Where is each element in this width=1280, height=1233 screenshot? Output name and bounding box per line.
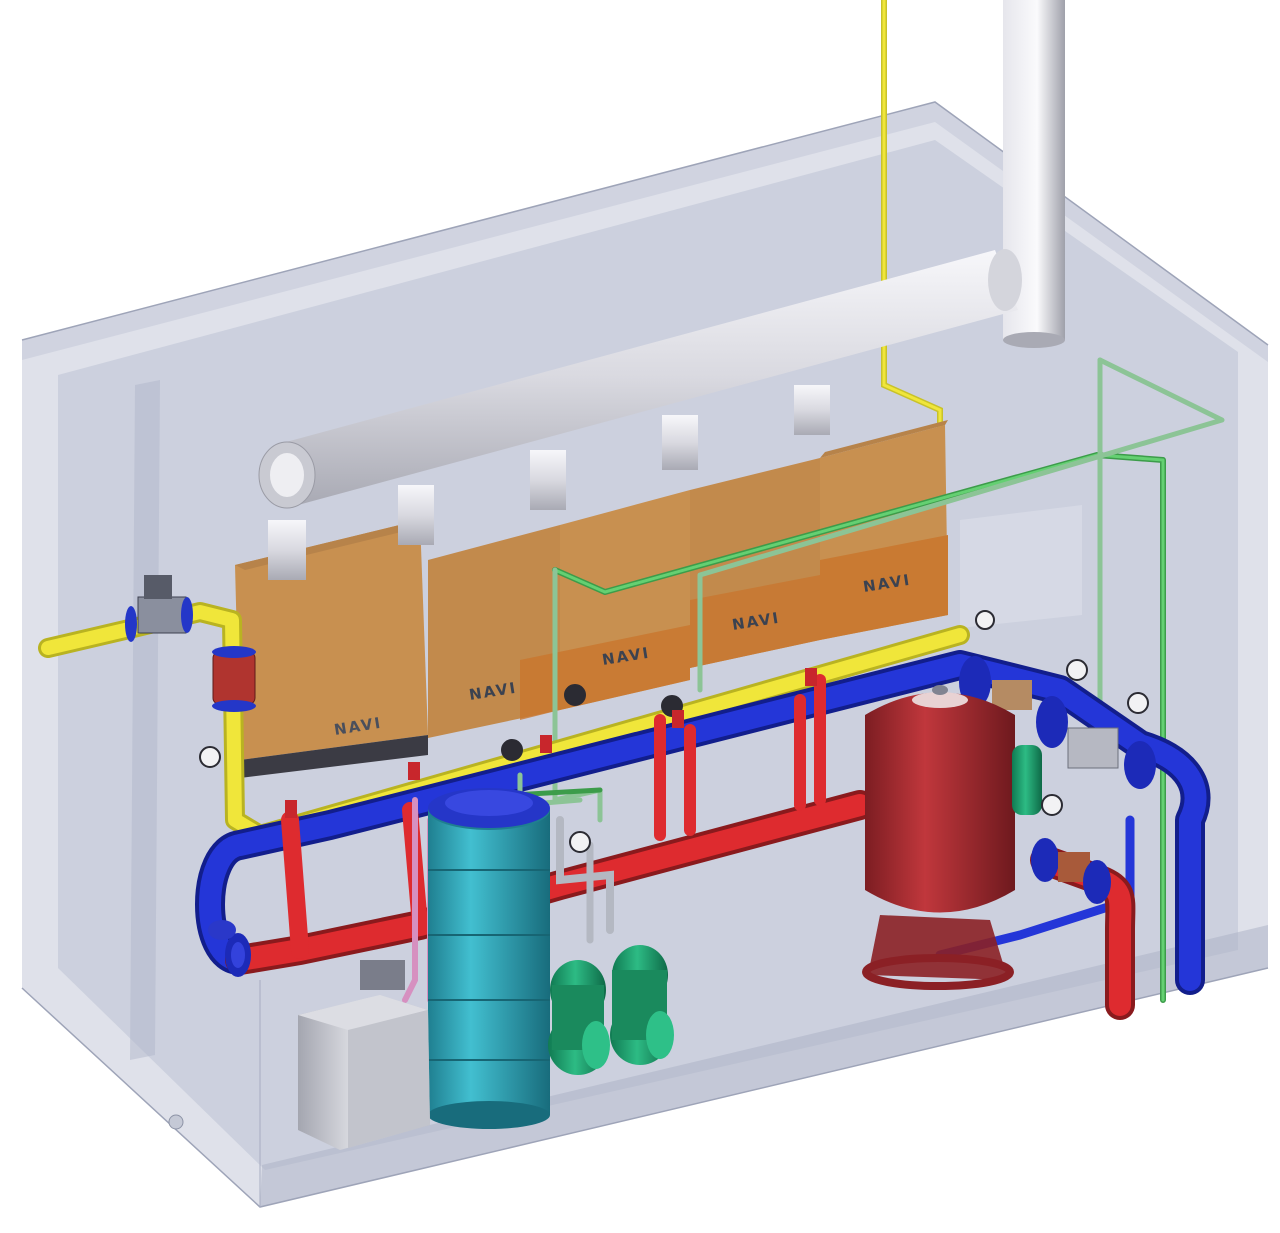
storage-tank <box>428 788 550 1129</box>
boiler-unit: NAVI <box>820 420 948 640</box>
return-isolation-valve <box>959 656 1156 789</box>
water-softener-cabinet <box>298 960 430 1150</box>
boiler-unit: NAVI <box>520 490 690 720</box>
boiler-unit: NAVI <box>690 458 820 668</box>
boiler-bank: NAVI NAVI NAVI NAVI NAVI <box>235 420 948 778</box>
boiler-unit: NAVI <box>235 520 430 778</box>
floor-drain <box>168 1114 184 1130</box>
return-flange <box>208 920 251 977</box>
booster-pump <box>548 960 610 1075</box>
flue-header <box>258 249 1022 509</box>
flue-connectors <box>268 385 830 580</box>
circulation-pump <box>1012 745 1042 815</box>
gas-riser <box>881 0 943 432</box>
gas-solenoid-valve <box>125 575 193 642</box>
boiler-isolation-valves <box>285 668 817 818</box>
booster-pump <box>610 945 674 1065</box>
supply-flange <box>1031 838 1111 904</box>
cold-water-pipe <box>422 357 1225 1003</box>
expansion-tank <box>862 685 1015 990</box>
gas-meter <box>212 646 256 712</box>
